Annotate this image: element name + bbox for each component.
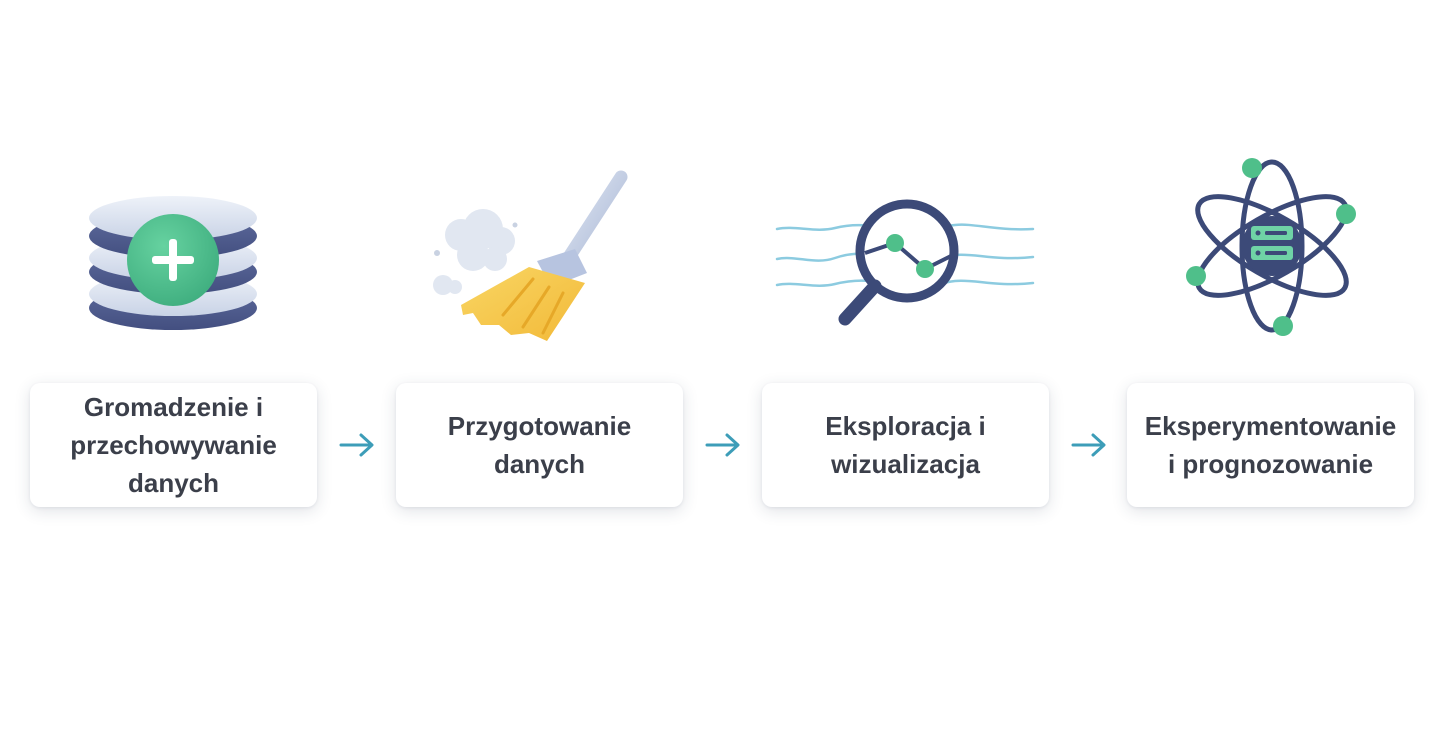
database-plus-icon bbox=[85, 178, 265, 338]
step-label-data-preparation: Przygotowanie danych bbox=[447, 411, 632, 479]
step-card-exploration-visualization: Eksploracja i wizualizacja bbox=[762, 383, 1049, 507]
magnifier-chart-icon bbox=[775, 195, 1037, 335]
step-card-collection-storage: Gromadzenie i przechowywanie danych bbox=[30, 383, 317, 507]
arrow-right-icon bbox=[703, 429, 743, 461]
step-card-experimentation-forecasting: Eksperymentowanie i prognozowanie bbox=[1127, 383, 1414, 507]
step-card-data-preparation: Przygotowanie danych bbox=[396, 383, 683, 507]
step-label-experimentation-forecasting: Eksperymentowanie i prognozowanie bbox=[1144, 411, 1397, 479]
arrow-right-icon bbox=[337, 429, 377, 461]
arrow-right-icon bbox=[1069, 429, 1109, 461]
broom-icon bbox=[425, 165, 635, 345]
step-label-collection-storage: Gromadzenie i przechowywanie danych bbox=[70, 392, 277, 498]
step-label-exploration-visualization: Eksploracja i wizualizacja bbox=[825, 411, 986, 479]
atom-server-icon bbox=[1183, 152, 1361, 342]
